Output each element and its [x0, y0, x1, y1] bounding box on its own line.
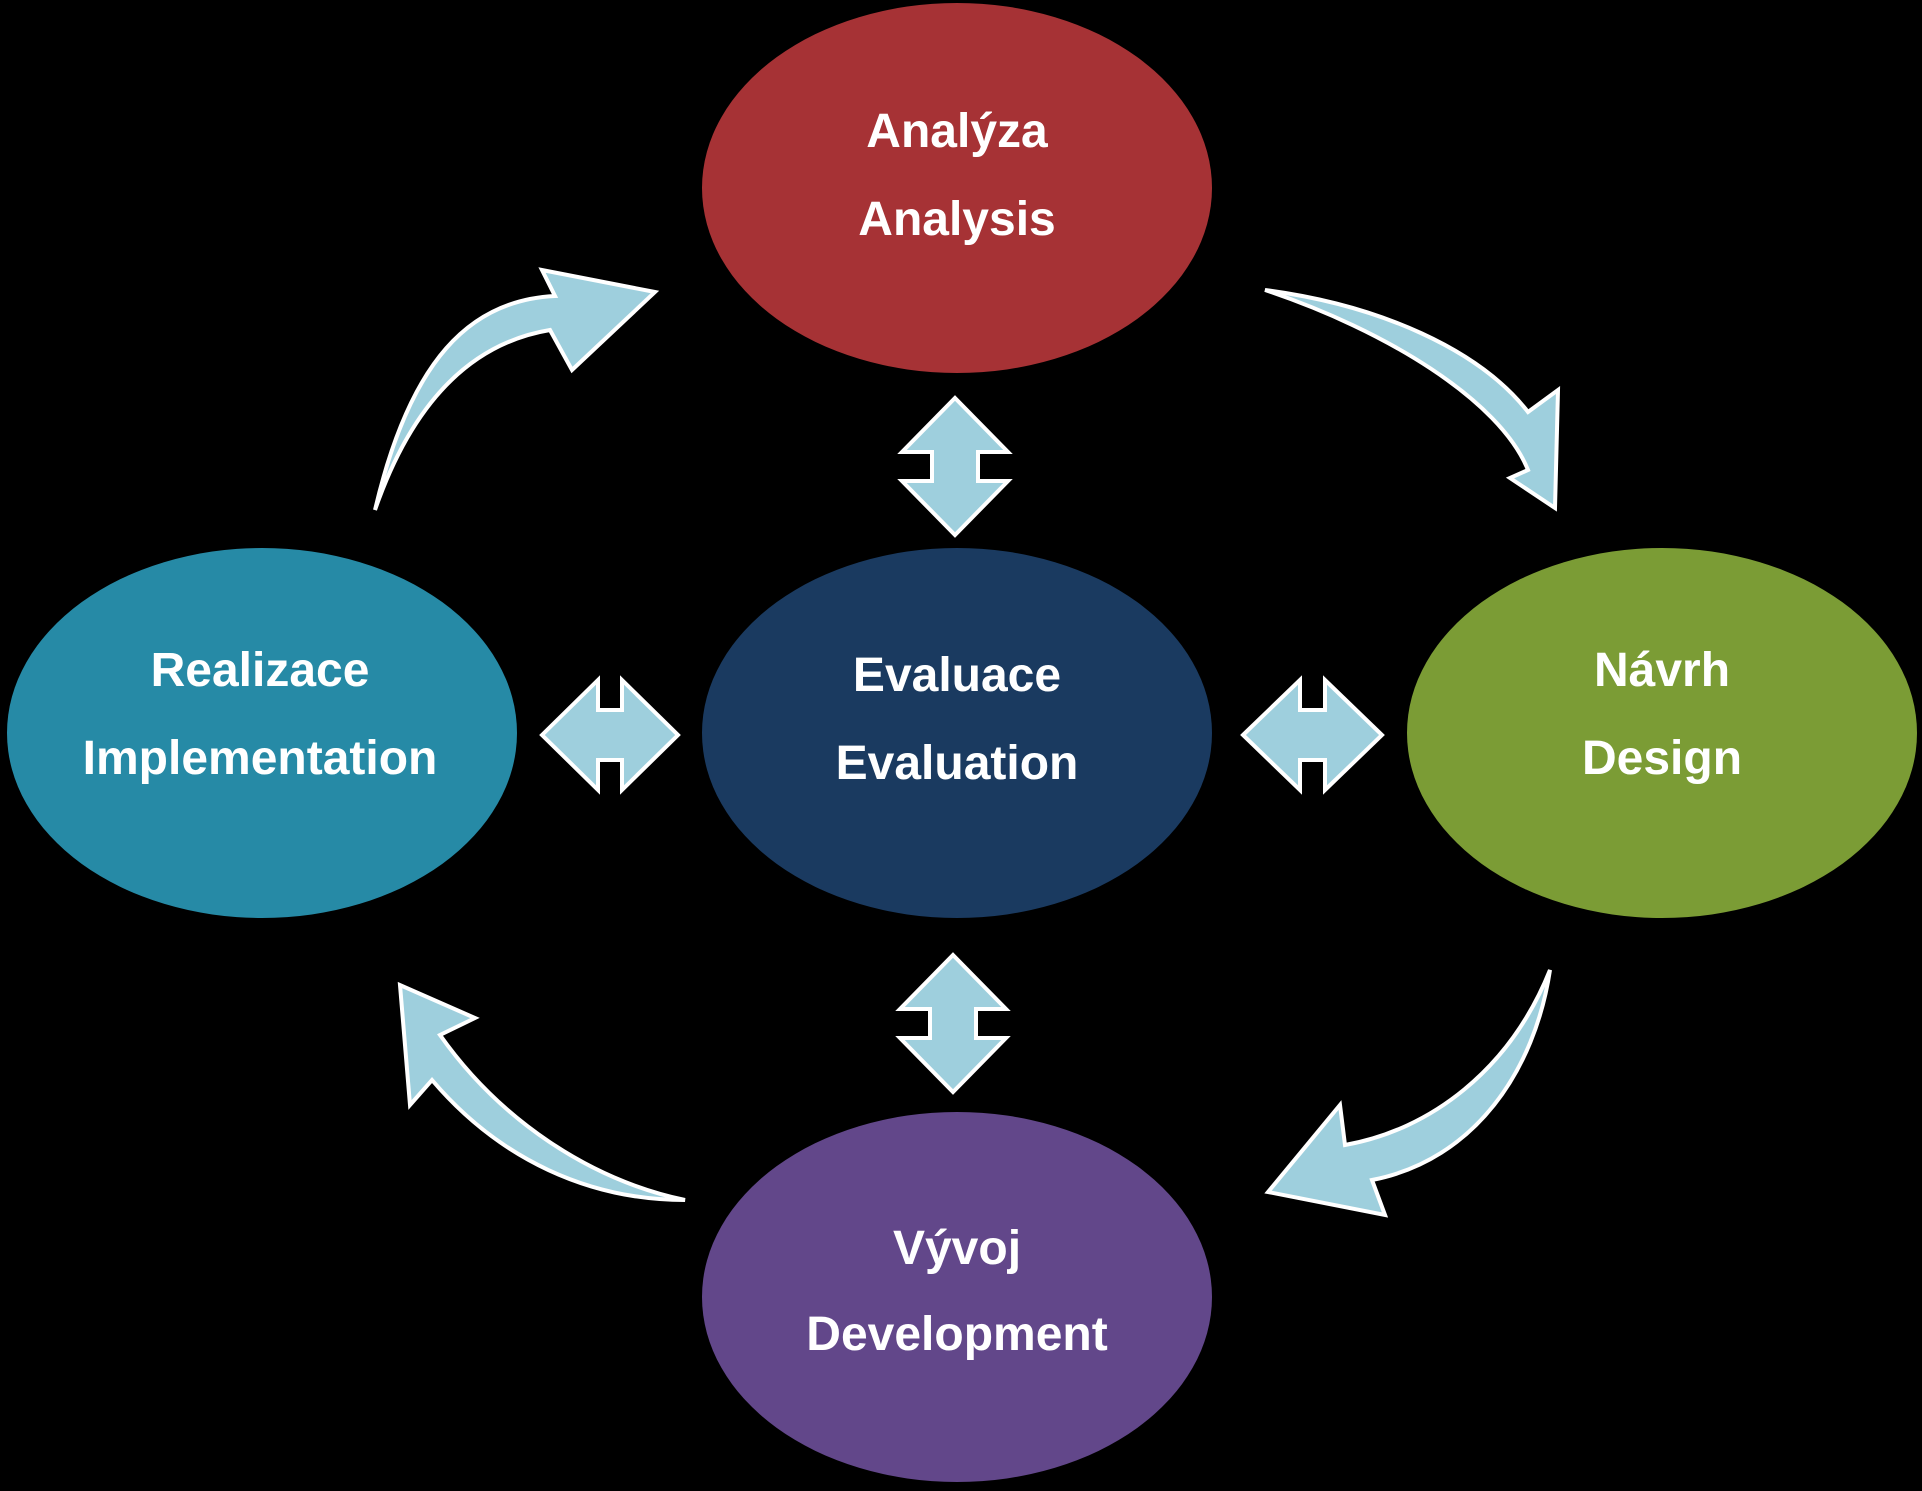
evaluation-node — [702, 548, 1212, 918]
implementation-label-en: Implementation — [83, 732, 438, 785]
evaluation-label-en: Evaluation — [836, 737, 1079, 790]
arrow-analysis-to-design — [1264, 288, 1561, 512]
analysis-label-cs: Analýza — [866, 105, 1048, 158]
design-label-cs: Návrh — [1594, 644, 1730, 697]
design-label-en: Design — [1582, 732, 1742, 785]
implementation-node — [7, 548, 517, 918]
design-node — [1407, 548, 1917, 918]
development-label-cs: Vývoj — [893, 1222, 1021, 1275]
double-arrow-evaluation-analysis — [897, 395, 1013, 538]
evaluation-label-cs: Evaluace — [853, 649, 1061, 702]
double-arrow-evaluation-design — [1240, 675, 1385, 795]
analysis-label-en: Analysis — [858, 193, 1055, 246]
arrow-design-to-development — [1264, 969, 1552, 1218]
analysis-node — [702, 3, 1212, 373]
implementation-label-cs: Realizace — [151, 644, 370, 697]
arrow-development-to-implementation — [397, 981, 686, 1202]
arrow-implementation-to-analysis — [373, 267, 660, 511]
double-arrow-evaluation-implementation — [539, 675, 681, 795]
development-label-en: Development — [806, 1308, 1107, 1361]
double-arrow-evaluation-development — [895, 952, 1011, 1095]
development-node — [702, 1112, 1212, 1482]
